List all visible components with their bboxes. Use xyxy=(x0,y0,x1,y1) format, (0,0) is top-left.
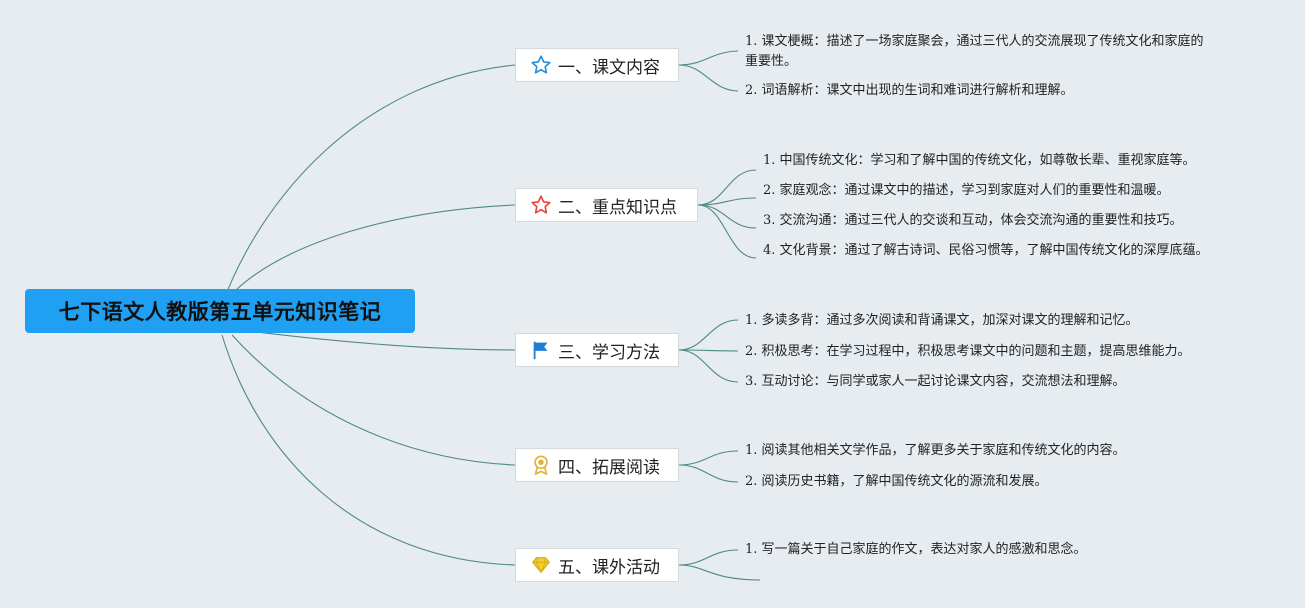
leaf-text: 3. 互动讨论：与同学或家人一起讨论课文内容，交流想法和理解。 xyxy=(745,374,1126,389)
leaf-text: 1. 多读多背：通过多次阅读和背诵课文，加深对课文的理解和记忆。 xyxy=(745,313,1139,328)
branch-title: 五、课外活动 xyxy=(558,557,660,578)
leaf-text: 2. 阅读历史书籍，了解中国传统文化的源流和发展。 xyxy=(745,474,1048,489)
branch-node-1[interactable]: 一、课文内容 xyxy=(515,48,679,82)
branch-node-4[interactable]: 四、拓展阅读 xyxy=(515,448,679,482)
connector-b5-leaf-1 xyxy=(678,549,739,566)
branch-node-5[interactable]: 五、课外活动 xyxy=(515,548,679,582)
connector-root-branch-3 xyxy=(239,329,516,351)
leaf-text: 2. 家庭观念：通过课文中的描述，学习到家庭对人们的重要性和温暖。 xyxy=(763,183,1170,198)
leaf-text: 1. 写一篇关于自己家庭的作文，表达对家人的感激和思念。 xyxy=(745,542,1087,557)
connector-b5-tail xyxy=(678,564,761,581)
leaf-text: 重要性。 xyxy=(745,54,798,69)
connector-root-branch-4 xyxy=(231,334,516,466)
branch-node-3[interactable]: 三、学习方法 xyxy=(515,333,679,367)
connector-root-branch-1 xyxy=(221,64,516,306)
connector-b3-leaf-1 xyxy=(678,319,739,351)
branch-title: 一、课文内容 xyxy=(558,57,660,78)
connector-b3-leaf-3 xyxy=(678,349,739,383)
connector-root-branch-2 xyxy=(235,204,516,291)
connector-b2-leaf-4 xyxy=(697,204,757,259)
connector-b2-leaf-2 xyxy=(697,197,757,206)
connector-b1-leaf-1 xyxy=(678,50,739,66)
branch-title: 三、学习方法 xyxy=(558,342,660,363)
connector-b2-leaf-3 xyxy=(697,204,757,229)
branch-title: 四、拓展阅读 xyxy=(558,457,660,478)
leaf-text: 2. 词语解析：课文中出现的生词和难词进行解析和理解。 xyxy=(745,83,1074,98)
leaf-text: 1. 中国传统文化：学习和了解中国的传统文化，如尊敬长辈、重视家庭等。 xyxy=(763,153,1196,168)
branch-node-2[interactable]: 二、重点知识点 xyxy=(515,188,698,222)
red-star-outline-icon xyxy=(531,195,551,214)
root-node[interactable]: 七下语文人教版第五单元知识笔记 xyxy=(25,289,415,333)
connector-b2-leaf-1 xyxy=(697,169,757,206)
connector-root-branch-5 xyxy=(221,334,516,566)
connector-b1-leaf-2 xyxy=(678,64,739,92)
leaf-text: 3. 交流沟通：通过三代人的交谈和互动，体会交流沟通的重要性和技巧。 xyxy=(763,213,1183,228)
branch-title: 二、重点知识点 xyxy=(558,197,677,218)
yellow-diamond-icon xyxy=(532,557,550,574)
connector-b3-leaf-2 xyxy=(678,349,739,352)
leaf-text: 1. 课文梗概：描述了一场家庭聚会，通过三代人的交流展现了传统文化和家庭的 xyxy=(745,34,1204,49)
connector-b4-leaf-2 xyxy=(678,464,739,483)
gold-medal-icon xyxy=(534,455,548,475)
leaf-text: 1. 阅读其他相关文学作品，了解更多关于家庭和传统文化的内容。 xyxy=(745,443,1126,458)
connector-b4-leaf-1 xyxy=(678,450,739,466)
leaf-text: 2. 积极思考：在学习过程中，积极思考课文中的问题和主题，提高思维能力。 xyxy=(745,344,1191,359)
blue-star-outline-icon xyxy=(531,55,551,74)
leaf-text: 4. 文化背景：通过了解古诗词、民俗习惯等，了解中国传统文化的深厚底蕴。 xyxy=(763,243,1209,258)
blue-flag-icon xyxy=(533,341,548,360)
